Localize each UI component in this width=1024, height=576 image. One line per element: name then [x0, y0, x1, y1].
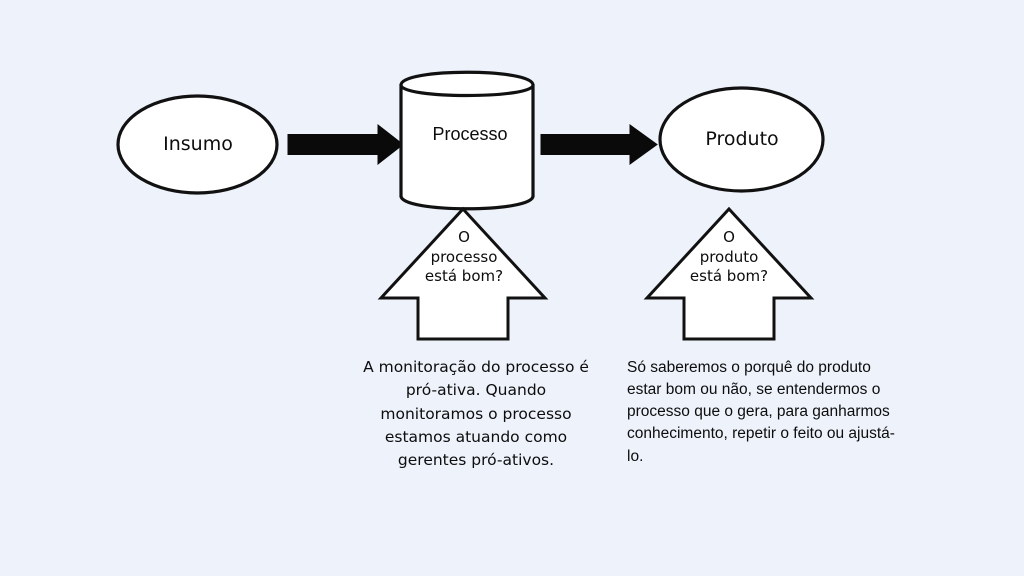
- block-arrow-right-icon: [287, 123, 404, 166]
- up-arrow-icon: [377, 206, 549, 341]
- node-insumo[interactable]: [116, 94, 279, 195]
- node-processo[interactable]: [399, 70, 535, 211]
- up-arrow-icon: [643, 206, 815, 341]
- insumo-ellipse-shape: [116, 94, 279, 195]
- arrow-insumo-to-processo: [287, 123, 404, 166]
- caption-product-understanding: Só saberemos o porquê do produto estar b…: [627, 359, 895, 465]
- block-arrow-right-icon: [540, 124, 658, 165]
- callout-up-arrow-product[interactable]: [643, 206, 815, 341]
- processo-cylinder-top-cap: [399, 70, 535, 98]
- node-produto[interactable]: [658, 86, 825, 193]
- caption-process-monitoring: A monitoração do processo é pró-ativa. Q…: [363, 358, 589, 469]
- callout-up-arrow-process[interactable]: [377, 206, 549, 341]
- produto-ellipse-shape: [658, 86, 825, 193]
- arrow-processo-to-produto: [540, 124, 658, 165]
- processo-cylinder-bottom-cap: [399, 195, 535, 211]
- processo-cylinder-body-fill: [401, 84, 533, 197]
